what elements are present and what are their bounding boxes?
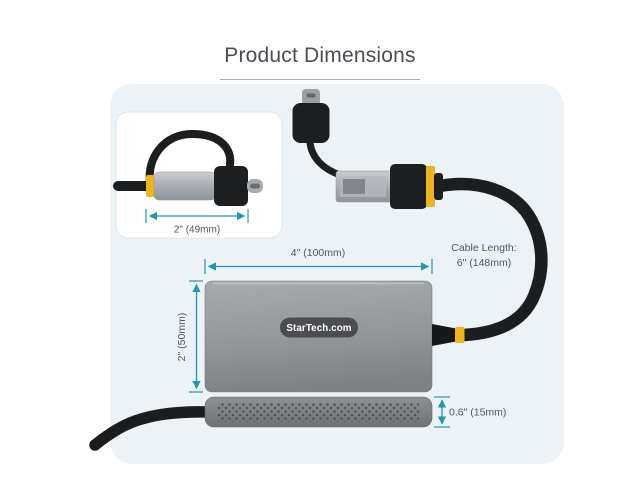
- cable-length-label: Cable Length:: [451, 242, 516, 254]
- logo-text: StarTech.com: [286, 323, 351, 334]
- usb-a-overmold: [390, 164, 427, 209]
- usb-a-strain-relief: [434, 173, 443, 200]
- logo-badge: [280, 317, 358, 338]
- usb-c-tethered-cap: [292, 89, 344, 179]
- inset-tether-strap: [145, 129, 235, 186]
- page-title: Product Dimensions: [220, 44, 420, 80]
- thickness-dimension-label: 0.6" (15mm): [449, 407, 506, 419]
- cable-length-annotation: Cable Length: 6" (148mm): [451, 242, 516, 269]
- usb-a-connector: [335, 164, 443, 209]
- height-dimension-label: 2" (50mm): [176, 313, 188, 362]
- cap-usb-c-slot: [306, 93, 316, 98]
- inset-yellow-band: [146, 175, 156, 197]
- usb-a-contact-window: [343, 179, 365, 194]
- inset-usb-c-cap: [214, 166, 248, 206]
- height-dimension: 2" (50mm): [176, 280, 203, 393]
- inset-length-label: 2" (49mm): [174, 225, 220, 236]
- side-view-cable: [89, 406, 214, 451]
- width-dimension: 4" (100mm): [204, 247, 433, 274]
- page-header: Product Dimensions: [0, 44, 640, 80]
- inset-usb-c-slot: [250, 183, 260, 189]
- connector-closeup: 2" (49mm): [113, 129, 263, 236]
- main-cable: [433, 177, 548, 342]
- cable-length-value: 6" (148mm): [457, 257, 512, 269]
- usb-a-yellow-band: [426, 166, 435, 207]
- enclosure-yellow-band: [455, 327, 465, 343]
- width-dimension-label: 4" (100mm): [291, 247, 346, 259]
- vent-holes: [217, 402, 419, 422]
- enclosure-front-view: StarTech.com: [204, 280, 465, 393]
- enclosure-side-view: [89, 396, 433, 451]
- thickness-dimension: 0.6" (15mm): [434, 396, 506, 428]
- enclosure-strain-relief: [432, 324, 456, 346]
- cap-body: [292, 103, 330, 143]
- inset-length-dimension: 2" (49mm): [145, 209, 249, 236]
- inset-metal-housing: [153, 171, 217, 201]
